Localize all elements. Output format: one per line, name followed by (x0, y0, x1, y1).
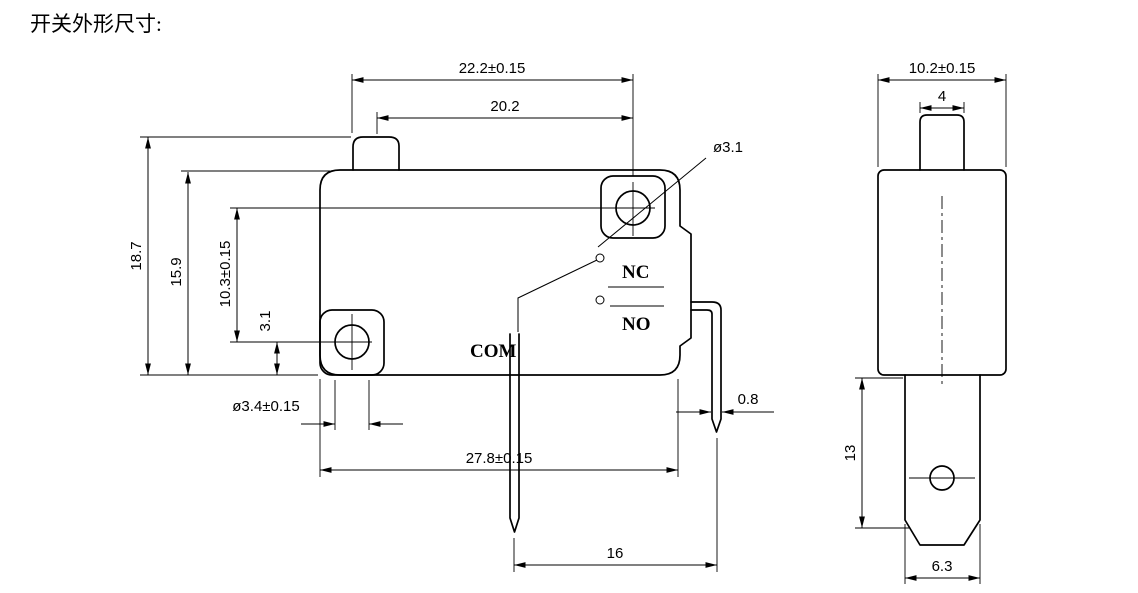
drawing-title: 开关外形尺寸: (30, 12, 162, 36)
side-view-dimensions: 10.2±0.15 4 13 6.3 (842, 60, 1007, 584)
dim-hole-spacing: 10.3±0.15 (217, 241, 234, 308)
nc-contact-point (595, 253, 605, 263)
dim-body-height: 15.9 (168, 257, 185, 286)
dim-overall-height: 18.7 (128, 241, 145, 270)
dim-bottom-width: 27.8±0.15 (466, 450, 533, 467)
switch-body-outline (319, 169, 692, 376)
dim-terminal-length: 13 (842, 445, 859, 462)
front-view-dimensions: 22.2±0.15 20.2 ø3.1 18.7 15.9 10.3±0.15 (128, 60, 774, 572)
dim-terminal-width: 6.3 (932, 558, 953, 575)
side-plunger (919, 114, 965, 171)
contact-lever (517, 259, 598, 332)
no-contact-point (595, 295, 605, 305)
dim-hole-to-bottom: 3.1 (257, 311, 274, 332)
side-view (877, 114, 1007, 546)
dim-button-width: 4 (938, 88, 946, 105)
dim-bottom-hole-dia: ø3.4±0.15 (232, 398, 299, 415)
com-terminal-label: COM (470, 341, 517, 362)
leader-top-hole (597, 157, 707, 248)
dim-side-width: 10.2±0.15 (909, 60, 976, 77)
no-terminal-label: NO (622, 314, 651, 335)
no-pin (690, 301, 722, 433)
dim-pin-spacing: 16 (607, 545, 624, 562)
dim-top-hole-dia: ø3.1 (713, 139, 743, 156)
dim-top-width: 22.2±0.15 (459, 60, 526, 77)
plunger-button (352, 136, 400, 171)
com-pin (509, 333, 520, 533)
dim-button-to-hole: 20.2 (490, 98, 519, 115)
bottom-mounting-boss (319, 309, 385, 376)
dim-pin-thickness: 0.8 (738, 391, 759, 408)
nc-terminal-label: NC (622, 262, 649, 283)
side-terminal (904, 374, 981, 546)
front-view: NC NO COM (319, 136, 722, 533)
